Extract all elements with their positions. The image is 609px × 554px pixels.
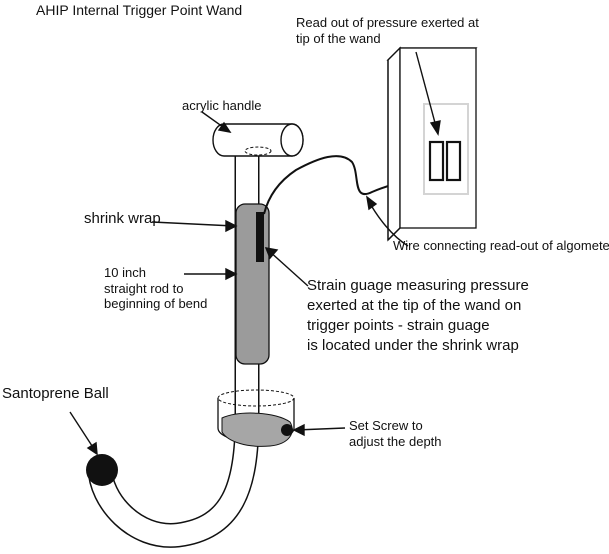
- depth-clamp: [217, 389, 295, 447]
- display-digit-right: [445, 140, 462, 182]
- wand-rod-inner: [89, 148, 258, 547]
- label-strain-gauge-line-1: Strain guage measuring pressure: [307, 277, 529, 294]
- label-set-screw-line-2: adjust the depth: [349, 433, 442, 449]
- label-readout: Read out of pressure exerted at tip of t…: [296, 15, 479, 46]
- display-digit-left: [428, 140, 445, 182]
- diagram-title: AHIP Internal Trigger Point Wand: [36, 2, 243, 18]
- acrylic-handle: [212, 123, 304, 157]
- label-strain-gauge-line-3: trigger points - strain guage: [307, 316, 490, 334]
- label-straight-rod-line-1: 10 inch: [104, 265, 146, 280]
- shrink-wrap: [235, 203, 270, 365]
- label-shrink-wrap: shrink wrap: [84, 210, 161, 227]
- label-wire: Wire connecting read-out of algometer: [393, 238, 609, 253]
- set-screw: [281, 424, 293, 436]
- label-straight-rod-line-3: beginning of bend: [104, 296, 208, 312]
- wand-rod: [87, 148, 260, 548]
- arrow-setscrew-head: [292, 423, 305, 437]
- arrow-strain-head: [264, 247, 279, 260]
- arrow-wire-head: [366, 195, 378, 211]
- label-strain-gauge: Strain guage measuring pressure exerted …: [307, 276, 529, 356]
- label-set-screw-line-1: Set Screw to: [349, 418, 423, 433]
- santoprene-ball: [86, 454, 118, 486]
- arrow-readout: [415, 51, 439, 135]
- arrow-shrink-head: [225, 219, 238, 233]
- wire: [263, 155, 403, 215]
- label-readout-line-1: Read out of pressure exerted at: [296, 15, 479, 30]
- arrow-shrink: [151, 221, 235, 227]
- label-readout-line-2: tip of the wand: [296, 30, 381, 46]
- label-strain-gauge-line-4: is located under the shrink wrap: [307, 336, 519, 354]
- label-straight-rod: 10 inch straight rod to beginning of ben…: [104, 265, 207, 312]
- arrow-readout-head: [429, 120, 441, 136]
- strain-gauge: [256, 212, 264, 262]
- label-acrylic-handle: acrylic handle: [182, 98, 262, 113]
- arrow-acrylic-head: [217, 121, 232, 133]
- arrow-rod-head: [225, 267, 238, 281]
- label-strain-gauge-line-2: exerted at the tip of the wand on: [307, 296, 522, 314]
- arrow-strain: [267, 249, 309, 287]
- label-set-screw: Set Screw to adjust the depth: [349, 418, 442, 449]
- label-straight-rod-line-2: straight rod to: [104, 280, 184, 296]
- label-santoprene-ball: Santoprene Ball: [2, 385, 109, 402]
- arrow-santo-head: [86, 441, 98, 456]
